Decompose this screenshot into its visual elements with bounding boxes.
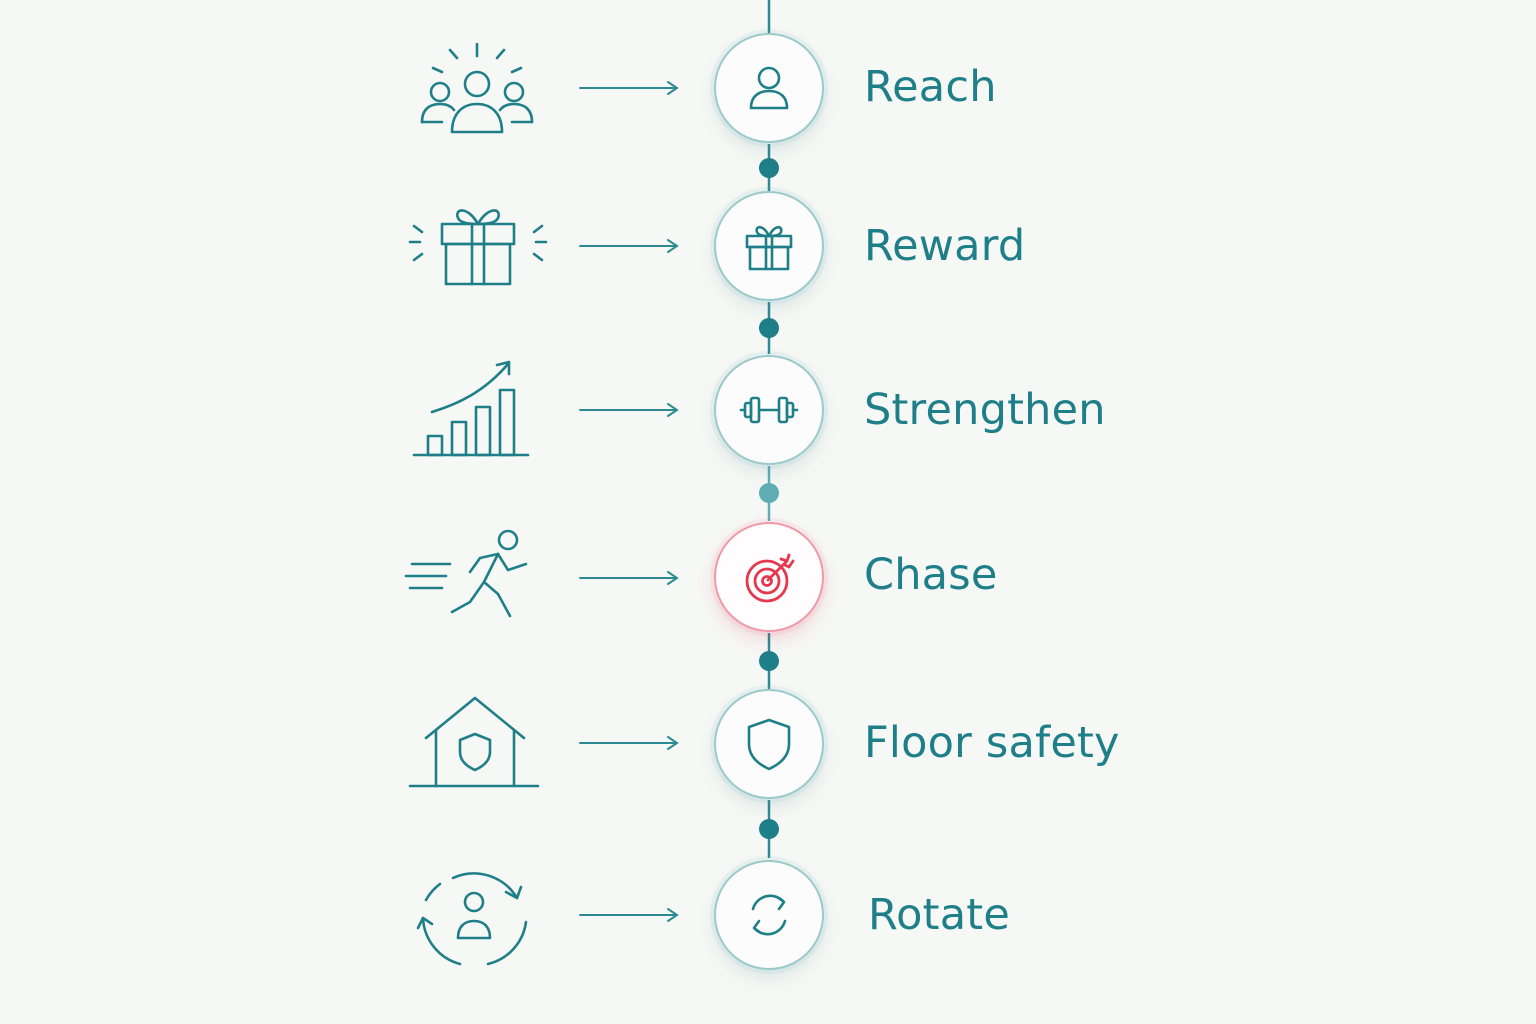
connector-dot (759, 158, 779, 178)
growth-chart-icon (402, 356, 552, 466)
step-node-strengthen[interactable] (714, 355, 824, 465)
shield-icon (747, 718, 791, 771)
connector-dot (759, 318, 779, 338)
connector-dot (759, 651, 779, 671)
step-label: Floor safety (864, 718, 1120, 768)
person-icon (749, 66, 789, 110)
person-cycle-icon (402, 860, 552, 970)
step-node-floor-safety[interactable] (714, 689, 824, 799)
arrow (579, 571, 679, 585)
refresh-icon (751, 894, 787, 936)
arrow (579, 239, 679, 253)
group-people-icon (402, 36, 552, 146)
step-label: Reach (864, 62, 997, 112)
arrow (579, 908, 679, 922)
step-node-chase[interactable] (714, 522, 824, 632)
connector-dot (759, 819, 779, 839)
dumbbell-icon (739, 396, 799, 424)
step-label: Chase (864, 550, 998, 600)
gift-icon (745, 225, 793, 271)
target-icon (745, 553, 795, 603)
connector-dot (759, 483, 779, 503)
step-node-rotate[interactable] (714, 860, 824, 970)
running-person-icon (402, 524, 552, 634)
arrow (579, 403, 679, 417)
step-label: Strengthen (864, 385, 1106, 435)
arrow (579, 81, 679, 95)
house-shield-icon (402, 690, 552, 800)
step-label: Reward (864, 221, 1026, 271)
step-label: Rotate (868, 890, 1010, 940)
step-node-reach[interactable] (714, 33, 824, 143)
arrow (579, 736, 679, 750)
step-node-reward[interactable] (714, 191, 824, 301)
gift-burst-icon (402, 196, 552, 306)
